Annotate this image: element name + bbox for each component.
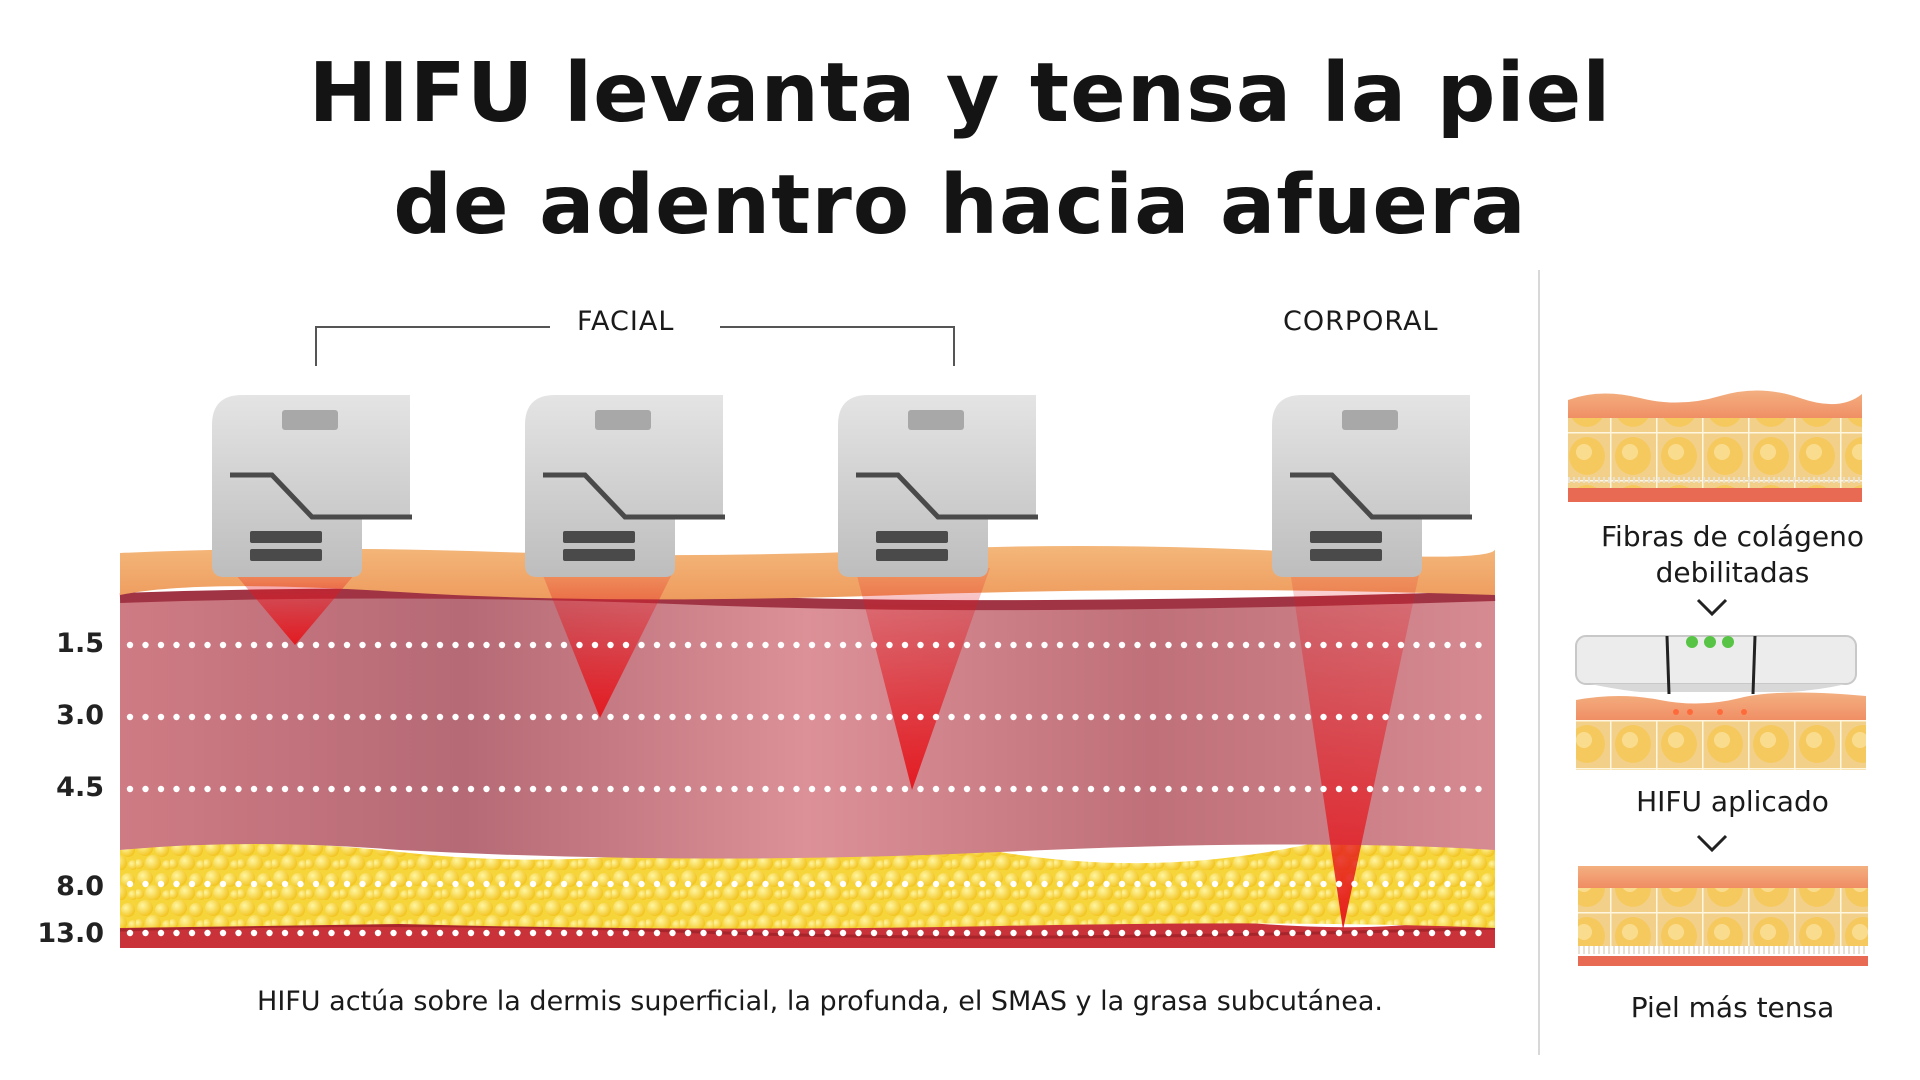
- depth-label-3-0: 3.0: [56, 700, 104, 731]
- title-line-1: HIFU levanta y tensa la piel: [308, 46, 1612, 141]
- beam-3: [855, 568, 990, 790]
- skin-cross-section: [119, 395, 1496, 948]
- diagram-caption: HIFU actúa sobre la dermis superficial, …: [257, 986, 1383, 1017]
- epidermis-layer: [120, 545, 1496, 600]
- facial-label: FACIAL: [577, 306, 675, 337]
- transducer-icon: [212, 395, 412, 577]
- depth-line: [126, 929, 1482, 937]
- facial-bracket-left: [315, 326, 550, 328]
- depth-label-1-5: 1.5: [56, 628, 104, 659]
- depth-line: [126, 641, 1482, 649]
- beam-1: [230, 568, 360, 645]
- depth-label-13-0: 13.0: [37, 918, 104, 949]
- facial-bracket-left-leg: [315, 326, 317, 366]
- corporal-label: CORPORAL: [1283, 306, 1439, 337]
- step-2-skin-image: [1575, 635, 1866, 770]
- step-3-skin-image: [1578, 866, 1868, 966]
- indicator-dot: [1686, 636, 1698, 648]
- indicator-dot: [1704, 636, 1716, 648]
- facial-bracket-right: [720, 326, 955, 328]
- panel-divider: [1538, 270, 1540, 1055]
- depth-line: [126, 785, 1482, 793]
- depth-line: [126, 713, 1482, 721]
- transducer-icon: [1272, 395, 1472, 577]
- chevron-down-icon: [1696, 834, 1728, 853]
- beam-2: [540, 568, 675, 718]
- step-1-label: Fibras de colágeno debilitadas: [1600, 520, 1865, 589]
- transducers: [212, 395, 1472, 577]
- dermis-layer: [120, 590, 1495, 859]
- facial-bracket-right-leg: [953, 326, 955, 366]
- depth-label-4-5: 4.5: [56, 772, 104, 803]
- beam-4: [1290, 570, 1420, 930]
- page-title: HIFU levanta y tensa la piel de adentro …: [0, 38, 1920, 262]
- depth-line: [126, 880, 1482, 888]
- step-1-skin-image: [1568, 390, 1862, 502]
- depth-lines: [126, 641, 1482, 937]
- transducer-icon: [838, 395, 1038, 577]
- depth-label-8-0: 8.0: [56, 871, 104, 902]
- step-3-label: Piel más tensa: [1630, 991, 1835, 1024]
- fat-layer: [120, 831, 1495, 929]
- step-2-label: HIFU aplicado: [1636, 785, 1829, 818]
- transducer-icon: [525, 395, 725, 577]
- indicator-dot: [1722, 636, 1734, 648]
- chevron-down-icon: [1696, 598, 1728, 617]
- title-line-2: de adentro hacia afuera: [393, 158, 1527, 253]
